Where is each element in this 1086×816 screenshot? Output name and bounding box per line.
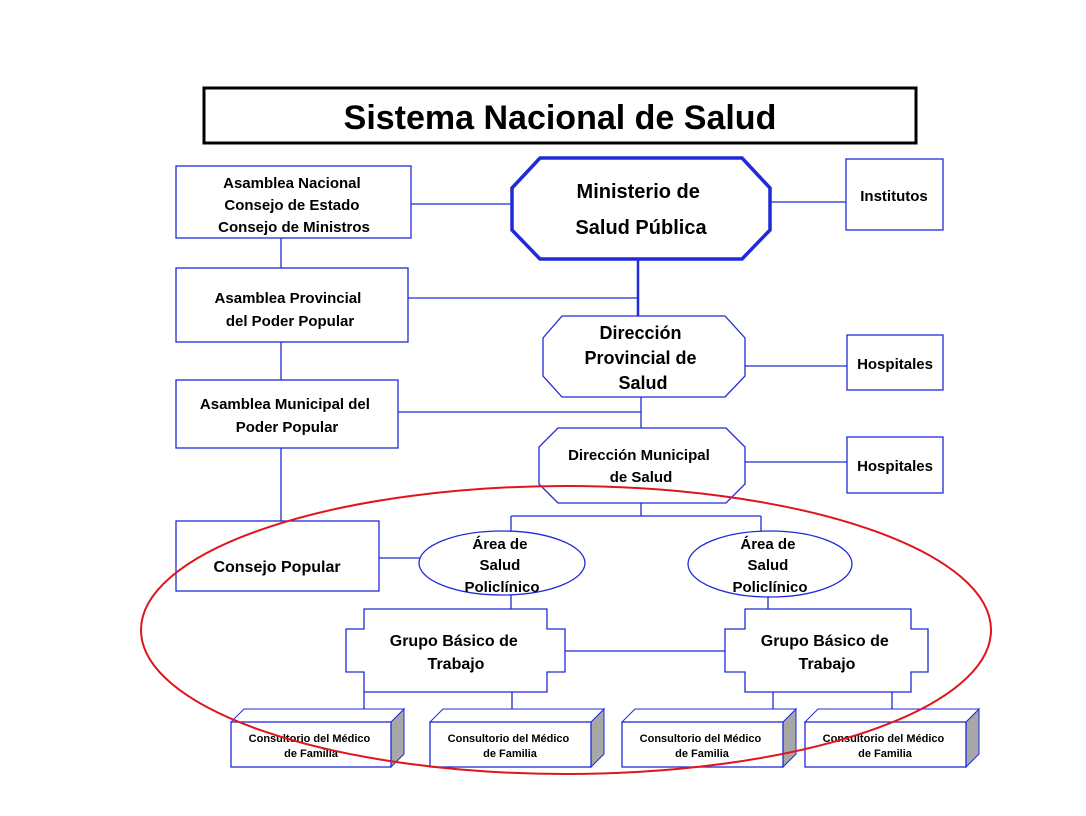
institutos-label: Institutos bbox=[860, 188, 928, 205]
asamblea-municipal-label: Asamblea Municipal del Poder Popular bbox=[200, 396, 374, 436]
institutos-box bbox=[845, 158, 944, 231]
consultorio-4-front bbox=[804, 721, 967, 768]
consultorio-3: Consultorio del Médico de Familia bbox=[620, 707, 798, 769]
direccion-municipal-octagon bbox=[538, 427, 746, 504]
consultorio-2: Consultorio del Médico de Familia bbox=[428, 707, 606, 769]
consultorio-4: Consultorio del Médico de Familia bbox=[803, 707, 981, 769]
hospitales-municipal-label: Hospitales bbox=[857, 458, 933, 475]
area-salud-left-ellipse bbox=[418, 530, 586, 596]
area-salud-right-label: Área de Salud Policlínico bbox=[732, 536, 807, 596]
asamblea-nacional-box bbox=[175, 165, 412, 239]
grupo-basico-left-box bbox=[345, 608, 566, 693]
asamblea-provincial-box bbox=[175, 267, 409, 343]
highlight-ellipse bbox=[140, 485, 992, 775]
grupo-basico-left-label: Grupo Básico de Trabajo bbox=[390, 633, 522, 673]
area-salud-left-label: Área de Salud Policlínico bbox=[464, 536, 539, 596]
area-salud-right-ellipse bbox=[687, 530, 853, 598]
consultorio-2-front bbox=[429, 721, 592, 768]
consultorio-3-top bbox=[620, 708, 798, 723]
grupo-basico-right-label: Grupo Básico de Trabajo bbox=[761, 633, 893, 673]
asamblea-nacional-label: Asamblea Nacional Consejo de Estado Cons… bbox=[218, 175, 370, 236]
diagram-title: Sistema Nacional de Salud bbox=[344, 99, 777, 137]
asamblea-municipal-box bbox=[175, 379, 399, 449]
direccion-provincial-label: Dirección Provincial de Salud bbox=[584, 323, 701, 393]
ministerio-label: Ministerio de Salud Pública bbox=[575, 181, 707, 239]
asamblea-provincial-label: Asamblea Provincial del Poder Popular bbox=[215, 290, 366, 330]
grupo-basico-right-box bbox=[724, 608, 929, 693]
direccion-provincial-octagon bbox=[542, 315, 746, 398]
ministerio-octagon bbox=[510, 156, 772, 261]
hospitales-municipal-box bbox=[846, 436, 944, 494]
direccion-municipal-label: Dirección Municipal de Salud bbox=[568, 447, 714, 486]
consejo-popular-box bbox=[175, 520, 380, 592]
consultorio-3-label: Consultorio del Médico de Familia bbox=[640, 733, 765, 760]
consultorio-2-label: Consultorio del Médico de Familia bbox=[448, 733, 573, 760]
hospitales-provincial-label: Hospitales bbox=[857, 356, 933, 373]
title-box bbox=[202, 86, 918, 145]
consultorio-1-top bbox=[229, 708, 406, 723]
consultorio-4-top bbox=[803, 708, 981, 723]
consultorio-2-top bbox=[428, 708, 606, 723]
consejo-popular-label: Consejo Popular bbox=[213, 559, 340, 576]
hospitales-provincial-box bbox=[846, 334, 944, 391]
